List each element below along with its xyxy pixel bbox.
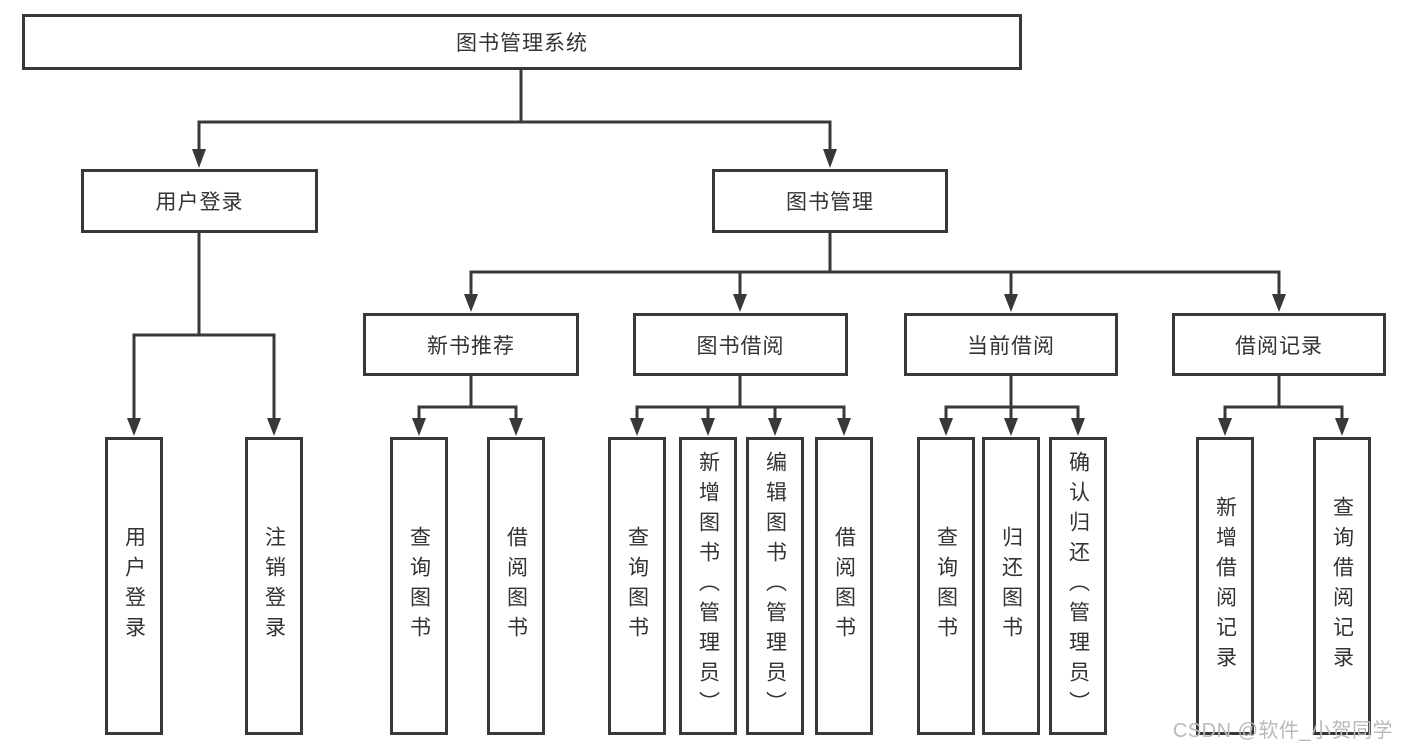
node-add-book-admin: 新增图书（管理员） bbox=[679, 437, 737, 735]
node-label: 查询图书 bbox=[625, 526, 649, 646]
node-add-borrow-record: 新增借阅记录 bbox=[1196, 437, 1254, 735]
node-book-management: 图书管理 bbox=[712, 169, 948, 233]
connector-book-management-children bbox=[464, 231, 1286, 312]
node-confirm-return-admin: 确认归还（管理员） bbox=[1049, 437, 1107, 735]
node-label: 用户登录 bbox=[122, 526, 146, 646]
connector-new-book-recommend-children bbox=[412, 374, 523, 436]
node-label: 注销登录 bbox=[262, 526, 286, 646]
node-label: 新增图书（管理员） bbox=[696, 451, 720, 721]
node-book-borrowing: 图书借阅 bbox=[633, 313, 848, 376]
node-borrow-books-recommend: 借阅图书 bbox=[487, 437, 545, 735]
node-borrowing-records: 借阅记录 bbox=[1172, 313, 1386, 376]
node-label: 查询图书 bbox=[407, 526, 431, 646]
node-query-books-borrowing: 查询图书 bbox=[608, 437, 666, 735]
node-label: 新书推荐 bbox=[427, 334, 515, 358]
connector-borrowing-records-children bbox=[1218, 374, 1349, 436]
node-logout-leaf: 注销登录 bbox=[245, 437, 303, 735]
node-edit-book-admin: 编辑图书（管理员） bbox=[746, 437, 804, 735]
node-root: 图书管理系统 bbox=[22, 14, 1022, 70]
node-label: 新增借阅记录 bbox=[1213, 496, 1237, 676]
connector-root-to-level2 bbox=[192, 68, 837, 168]
node-borrow-books-borrowing: 借阅图书 bbox=[815, 437, 873, 735]
node-current-borrowing: 当前借阅 bbox=[904, 313, 1118, 376]
node-label: 借阅图书 bbox=[832, 526, 856, 646]
node-query-books-current: 查询图书 bbox=[917, 437, 975, 735]
node-label: 借阅图书 bbox=[504, 526, 528, 646]
node-label: 确认归还（管理员） bbox=[1066, 451, 1090, 721]
node-label: 归还图书 bbox=[999, 526, 1023, 646]
node-query-books-recommend: 查询图书 bbox=[390, 437, 448, 735]
connector-user-login-children bbox=[127, 231, 281, 436]
node-user-login-leaf: 用户登录 bbox=[105, 437, 163, 735]
node-label: 借阅记录 bbox=[1235, 334, 1323, 358]
node-query-borrow-record: 查询借阅记录 bbox=[1313, 437, 1371, 735]
node-label: 图书借阅 bbox=[696, 334, 785, 358]
connector-book-borrowing-children bbox=[630, 374, 851, 436]
node-new-book-recommend: 新书推荐 bbox=[363, 313, 579, 376]
node-label: 图书管理系统 bbox=[456, 32, 588, 55]
node-label: 编辑图书（管理员） bbox=[763, 451, 787, 721]
node-user-login: 用户登录 bbox=[81, 169, 318, 233]
node-label: 查询图书 bbox=[934, 526, 958, 646]
node-label: 图书管理 bbox=[786, 191, 874, 214]
node-return-books: 归还图书 bbox=[982, 437, 1040, 735]
connector-current-borrowing-children bbox=[939, 374, 1085, 436]
csdn-watermark: CSDN @软件_小贺同学 bbox=[1172, 720, 1393, 742]
node-label: 用户登录 bbox=[155, 191, 244, 214]
node-label: 当前借阅 bbox=[967, 334, 1055, 358]
node-label: 查询借阅记录 bbox=[1330, 496, 1354, 676]
